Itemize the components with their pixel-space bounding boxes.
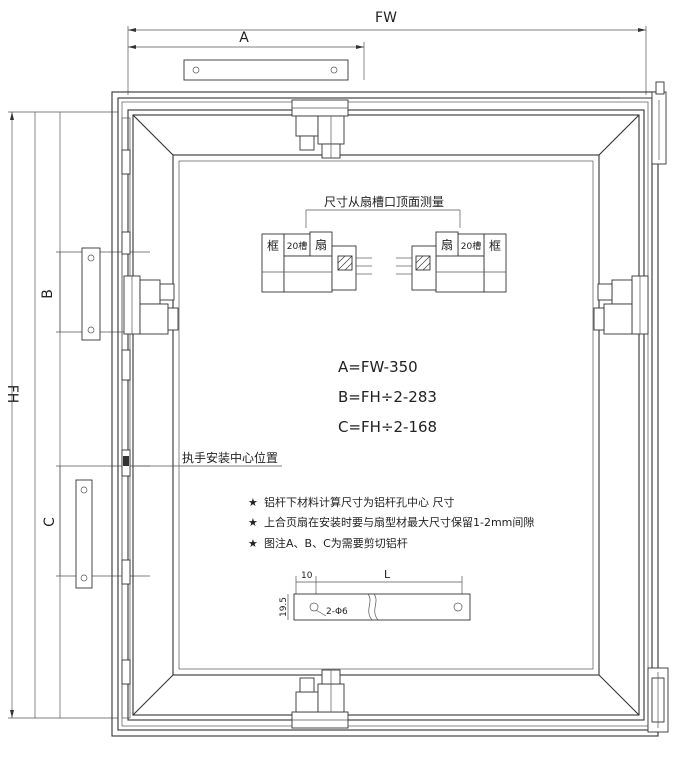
right-groove-label: 20槽 <box>461 240 481 252</box>
b-dimension: B <box>40 247 150 341</box>
fh-dimension: FH <box>4 111 118 719</box>
dim-19-5: 19.5 <box>279 597 289 617</box>
left-frame-label: 框 <box>267 239 279 253</box>
fw-dimension: FW <box>127 10 647 95</box>
fh-label: FH <box>4 385 20 404</box>
notes: ★ 铝杆下材料计算尺寸为铝杆孔中心 尺寸 ★ 上合页扇在安装时要与扇型材最大尺寸… <box>248 495 534 550</box>
bottom-hinge <box>647 667 669 733</box>
note-2: 上合页扇在安装时要与扇型材最大尺寸保留1-2mm间隙 <box>264 515 534 529</box>
a-label: A <box>239 30 249 46</box>
fw-label: FW <box>375 10 397 26</box>
c-dimension: C <box>42 465 150 589</box>
sash-frame <box>127 109 645 721</box>
a-dimension: A <box>128 30 365 80</box>
right-cross-section: 扇 20槽 框 <box>396 231 507 293</box>
outer-frame <box>111 91 659 737</box>
handle-position: 执手安装中心位置 <box>132 450 282 467</box>
formulas: A=FW-350 B=FH÷2-283 C=FH÷2-168 <box>338 358 437 436</box>
left-groove-label: 20槽 <box>287 240 307 252</box>
bottom-profile-section <box>291 669 349 729</box>
formula-c: C=FH÷2-168 <box>338 418 437 436</box>
svg-text:尺寸从扇槽口顶面测量: 尺寸从扇槽口顶面测量 <box>324 194 444 209</box>
note-star-2: ★ <box>248 516 258 529</box>
note-1: 铝杆下材料计算尺寸为铝杆孔中心 尺寸 <box>264 495 455 509</box>
left-sash-label: 扇 <box>315 237 327 252</box>
right-frame-label: 框 <box>489 239 501 253</box>
top-rod-plate <box>183 59 349 81</box>
note-3: 图注A、B、C为需要剪切铝杆 <box>264 536 408 550</box>
bar-detail: 10 L 19.5 2-Φ6 <box>279 568 471 621</box>
hole-label: 2-Φ6 <box>326 607 348 617</box>
right-profile-section <box>593 275 649 335</box>
left-cross-section: 框 20槽 扇 <box>261 231 372 293</box>
lock-strip <box>121 117 131 719</box>
right-sash-label: 扇 <box>441 237 453 252</box>
formula-b: B=FH÷2-283 <box>338 388 437 406</box>
c-label: C <box>42 517 58 527</box>
handle-label: 执手安装中心位置 <box>182 450 278 465</box>
top-profile-section <box>291 99 349 159</box>
top-hinge <box>620 81 667 165</box>
b-label: B <box>40 289 56 299</box>
dim-10: 10 <box>301 571 313 581</box>
measure-note: 尺寸从扇槽口顶面测量 <box>305 194 461 228</box>
left-profile-section <box>123 275 179 335</box>
note-star-3: ★ <box>248 537 258 550</box>
formula-a: A=FW-350 <box>338 358 418 376</box>
dim-L: L <box>384 568 391 581</box>
note-star-1: ★ <box>248 496 258 509</box>
